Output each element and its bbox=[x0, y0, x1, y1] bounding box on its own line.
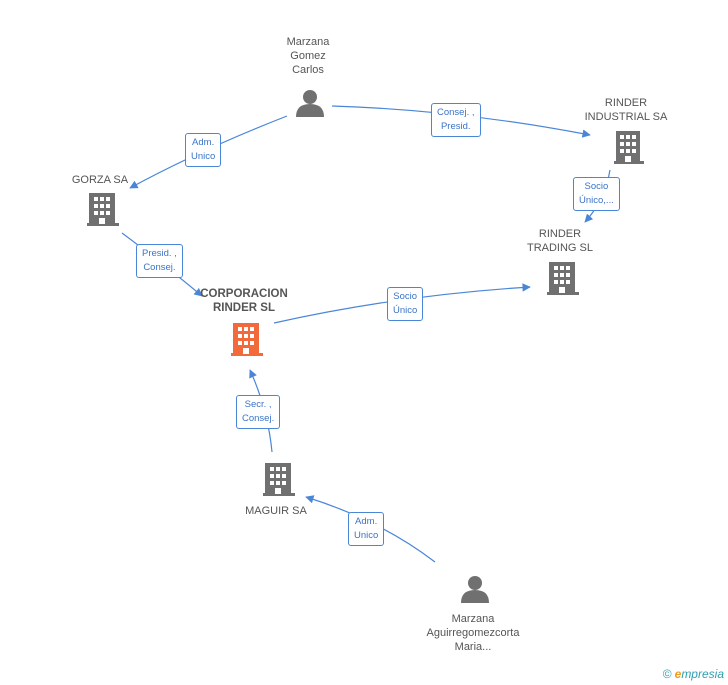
edge-label-line: Único,... bbox=[579, 195, 614, 206]
node-label-gorza[interactable]: GORZA SA bbox=[60, 173, 140, 187]
node-label-corporacion-rinder[interactable]: CORPORACION RINDER SL bbox=[194, 287, 294, 315]
person-icon[interactable] bbox=[461, 576, 489, 603]
building-icon[interactable] bbox=[87, 193, 119, 226]
building-icon-highlighted[interactable] bbox=[231, 323, 263, 356]
label-line: Maria... bbox=[454, 641, 492, 653]
label-line: Marzana bbox=[451, 613, 495, 625]
edge-label-line: Presid. bbox=[440, 121, 471, 132]
person-icon[interactable] bbox=[296, 90, 324, 117]
brand-e-logo: e bbox=[674, 667, 682, 681]
label-line: Carlos bbox=[292, 64, 324, 76]
label-line: TRADING SL bbox=[526, 242, 593, 254]
edge-label-line: Consej. bbox=[143, 262, 176, 273]
edge-label-line: Consej. , bbox=[437, 107, 475, 118]
label-line: Marzana bbox=[286, 36, 330, 48]
label-line: RINDER bbox=[538, 228, 582, 240]
building-icon[interactable] bbox=[614, 131, 644, 164]
label-line: MAGUIR SA bbox=[245, 505, 307, 517]
label-line: RINDER SL bbox=[213, 302, 275, 314]
node-label-marzana-aguirre[interactable]: Marzana Aguirregomezcorta Maria... bbox=[408, 612, 538, 654]
node-label-maguir[interactable]: MAGUIR SA bbox=[236, 504, 316, 518]
label-line: RINDER bbox=[604, 97, 648, 109]
copyright-icon: © bbox=[662, 667, 672, 681]
edge-label-industrial-trading[interactable]: Socio Único,... bbox=[573, 177, 620, 211]
edge-label-line: Unico bbox=[354, 530, 379, 541]
brand-name: mpresia bbox=[681, 667, 724, 681]
edge-label-line: Consej. bbox=[242, 413, 275, 424]
label-line: CORPORACION bbox=[200, 288, 288, 300]
edge-label-gorza-corporacion[interactable]: Presid. , Consej. bbox=[136, 244, 183, 278]
edge-label-line: Adm. bbox=[355, 516, 378, 527]
edge-label-line: Único bbox=[393, 305, 418, 316]
label-line: Gomez bbox=[290, 50, 326, 62]
building-icon[interactable] bbox=[547, 262, 579, 295]
building-icon[interactable] bbox=[263, 463, 295, 496]
node-label-rinder-industrial[interactable]: RINDER INDUSTRIAL SA bbox=[576, 96, 676, 124]
empresia-brand[interactable]: ©empresia bbox=[663, 667, 724, 681]
node-label-marzana-gomez[interactable]: Marzana Gomez Carlos bbox=[268, 35, 348, 77]
edge-label-gomez-gorza[interactable]: Adm. Unico bbox=[185, 133, 222, 167]
edge-label-line: Socio bbox=[393, 291, 418, 302]
label-line: INDUSTRIAL SA bbox=[584, 111, 668, 123]
edge-label-maguir-corporacion[interactable]: Secr. , Consej. bbox=[236, 395, 281, 429]
edge-label-aguirre-maguir[interactable]: Adm. Unico bbox=[348, 512, 385, 546]
edge-label-line: Socio bbox=[584, 181, 609, 192]
label-line: Aguirregomezcorta bbox=[426, 627, 520, 639]
edge-label-line: Secr. , bbox=[244, 399, 272, 410]
edge-label-line: Unico bbox=[191, 151, 216, 162]
node-label-rinder-trading[interactable]: RINDER TRADING SL bbox=[515, 227, 605, 255]
edge-label-corporacion-trading[interactable]: Socio Único bbox=[387, 287, 424, 321]
edge-label-gomez-industrial[interactable]: Consej. , Presid. bbox=[431, 103, 481, 137]
label-line: GORZA SA bbox=[71, 174, 129, 186]
edge-label-line: Adm. bbox=[192, 137, 215, 148]
edge-label-line: Presid. , bbox=[142, 248, 177, 259]
